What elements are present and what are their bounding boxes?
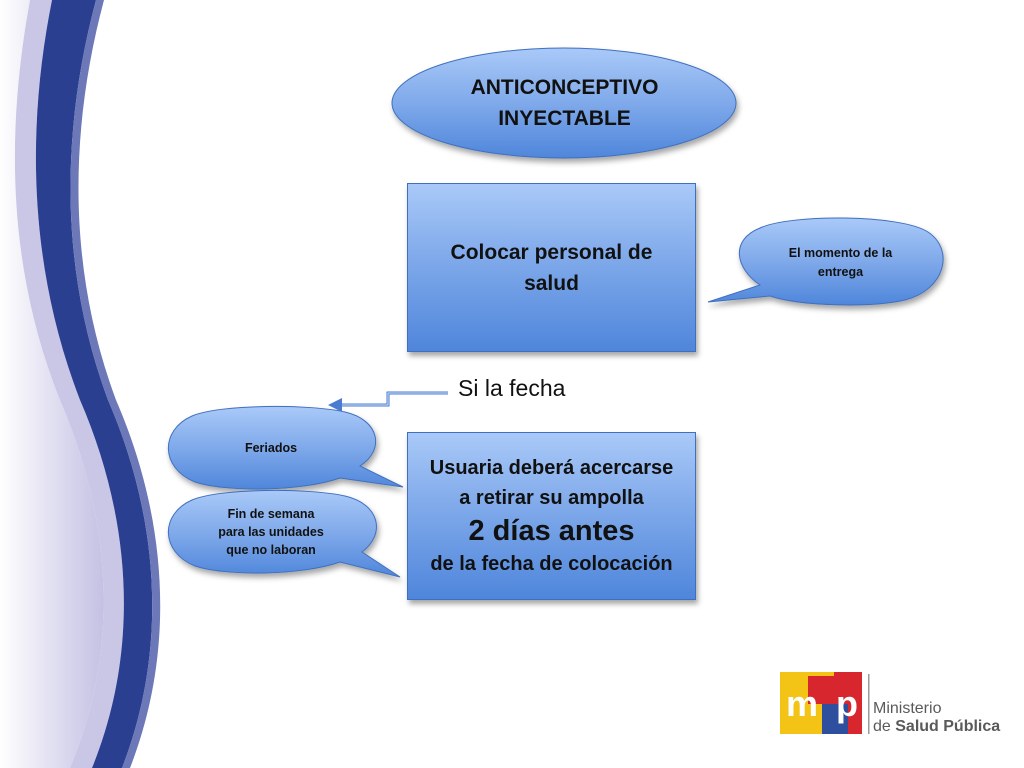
callout-feriados-label: Feriados xyxy=(168,408,374,488)
logo-divider xyxy=(868,674,870,734)
box-usuaria-line-1: Usuaria deberá acercarse xyxy=(429,457,674,479)
callout-fin-semana-line-3: que no laboran xyxy=(226,543,316,557)
callout-fin-semana-line-1: Fin de semana xyxy=(227,507,315,521)
callout-finsemana-shape xyxy=(167,489,401,578)
title-line-2: INYECTABLE xyxy=(498,107,631,130)
title-line-1: ANTICONCEPTIVO xyxy=(470,76,659,99)
box-colocar-line-1: Colocar personal de xyxy=(450,240,653,264)
box-colocar-line-2: salud xyxy=(524,271,579,295)
connector-arrow xyxy=(328,391,448,412)
msp-logo: m p xyxy=(780,672,870,734)
callout-momento-label: El momento de la entrega xyxy=(738,224,943,302)
connector-label: Si la fecha xyxy=(458,375,566,401)
logo-red-block xyxy=(808,676,834,704)
logo-blue-block xyxy=(822,704,848,734)
box-usuaria-highlight: 2 días antes xyxy=(468,515,635,547)
logo-mark-right: p xyxy=(836,683,858,724)
title-ellipse xyxy=(391,47,737,159)
logo-line-2-prefix: de xyxy=(873,718,896,735)
callout-momento-line-1: El momento de la xyxy=(788,246,893,260)
callout-momento-line-2: entrega xyxy=(817,265,864,279)
callout-feriados-shape xyxy=(167,405,404,490)
logo-line-2: de Salud Pública xyxy=(873,718,1000,736)
box-colocar-personal: Colocar personal de salud xyxy=(407,183,696,352)
logo-line-1: Ministerio xyxy=(873,700,942,717)
box-usuaria-line-4: de la fecha de colocación xyxy=(430,553,673,575)
box-usuaria: Usuaria deberá acercarse a retirar su am… xyxy=(407,432,696,600)
logo-wordmark: Ministerio de Salud Pública xyxy=(873,700,1000,736)
callout-fin-semana-label: Fin de semana para las unidades que no l… xyxy=(168,492,374,572)
box-usuaria-line-2: a retirar su ampolla xyxy=(459,487,644,509)
logo-line-2-bold: Salud Pública xyxy=(895,718,1001,735)
callout-fin-semana-line-2: para las unidades xyxy=(218,525,324,539)
logo-mark-left: m xyxy=(786,683,818,724)
left-swoosh-decoration xyxy=(0,0,161,768)
title-ellipse-label: ANTICONCEPTIVO INYECTABLE xyxy=(392,58,737,148)
callout-feriados-text: Feriados xyxy=(244,441,298,455)
callout-momento-shape xyxy=(707,217,944,306)
